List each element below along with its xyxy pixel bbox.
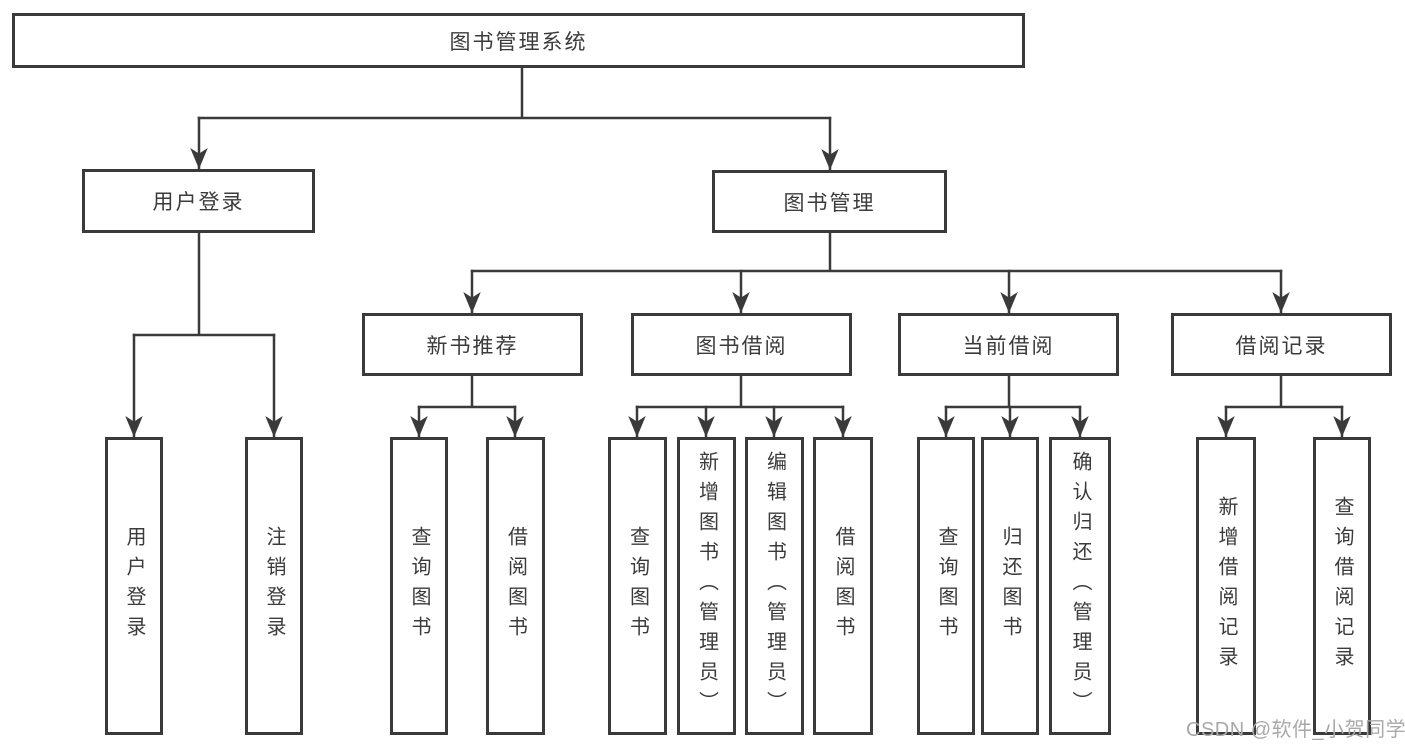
leaf-user-login: 用户登录 [105, 437, 163, 735]
leaf-records-add-record: 新增借阅记录 [1196, 437, 1256, 735]
leaf-label: 查询图书 [626, 526, 649, 646]
leaf-records-query-record: 查询借阅记录 [1313, 437, 1371, 735]
leaf-borrow-add-books-admin: 新增图书（管理员） [677, 437, 736, 735]
node-new-book-recommend: 新书推荐 [362, 313, 583, 376]
leaf-current-confirm-return-admin: 确认归还（管理员） [1049, 437, 1111, 735]
leaf-label: 确认归还（管理员） [1069, 451, 1091, 721]
node-current-borrow: 当前借阅 [898, 313, 1119, 376]
leaf-current-return-books: 归还图书 [981, 437, 1039, 735]
node-borrow-records: 借阅记录 [1171, 313, 1392, 376]
csdn-watermark: CSDN @软件_小贺同学 [1186, 719, 1405, 741]
leaf-newbook-query-books: 查询图书 [390, 437, 448, 735]
leaf-label: 编辑图书（管理员） [763, 451, 786, 721]
node-book-management: 图书管理 [712, 170, 947, 233]
node-book-borrow: 图书借阅 [631, 313, 852, 376]
leaf-label: 借阅图书 [832, 526, 854, 646]
leaf-label: 借阅图书 [504, 526, 527, 646]
node-root-system: 图书管理系统 [12, 13, 1025, 68]
leaf-label: 查询借阅记录 [1331, 496, 1353, 676]
leaf-label: 注销登录 [263, 526, 285, 646]
leaf-label: 查询图书 [935, 526, 957, 646]
leaf-label: 归还图书 [999, 526, 1021, 646]
leaf-newbook-borrow-books: 借阅图书 [486, 437, 545, 735]
leaf-label: 新增借阅记录 [1215, 496, 1237, 676]
leaf-label: 用户登录 [123, 526, 145, 646]
tree-branch-lines [132, 66, 1344, 409]
leaf-logout: 注销登录 [245, 437, 303, 735]
leaf-label: 新增图书（管理员） [695, 451, 718, 721]
node-user-login: 用户登录 [82, 169, 315, 233]
leaf-borrow-edit-books-admin: 编辑图书（管理员） [745, 437, 804, 735]
leaf-borrow-query-books: 查询图书 [608, 437, 667, 735]
leaf-borrow-borrow-books: 借阅图书 [813, 437, 873, 735]
leaf-label: 查询图书 [408, 526, 430, 646]
leaf-current-query-books: 查询图书 [917, 437, 975, 735]
